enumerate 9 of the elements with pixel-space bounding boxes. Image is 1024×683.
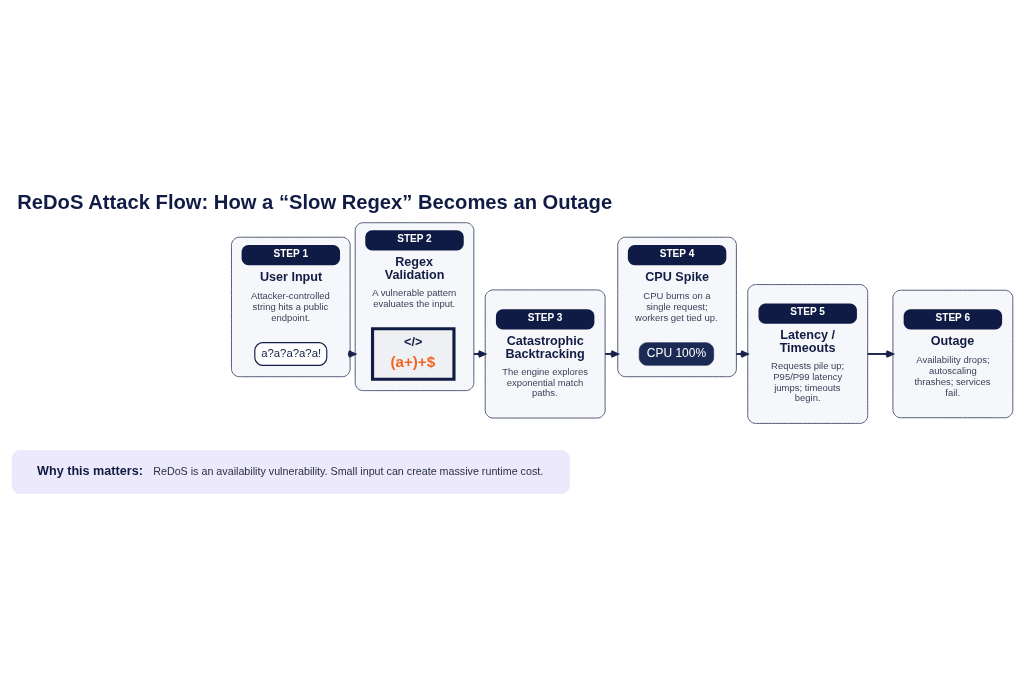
node-box: CPU 100% [638, 341, 714, 366]
node-box: STEP 6 Outage Availability drops; autoscaling thrashes; services fail. [891, 289, 1013, 418]
node-box: STEP 5 Latency / Timeouts Requests pile up; P95/P99 latency jumps; timeouts begin. [746, 283, 868, 424]
node-box: Why this matters: ReDoS is an availability vulnerability. Small input can create massive runtime cost. [11, 449, 570, 494]
node-box: </> (a+)+$ [370, 326, 456, 381]
diagram-title: ReDoS Attack Flow: How a “Slow Regex” Becomes an Outage [16, 190, 612, 213]
node-box: a?a?a?a?a! [253, 341, 327, 366]
node-box: STEP 3 Catastrophic Backtracking The engine explores exponential match paths. [484, 288, 606, 419]
arrow [866, 349, 894, 358]
